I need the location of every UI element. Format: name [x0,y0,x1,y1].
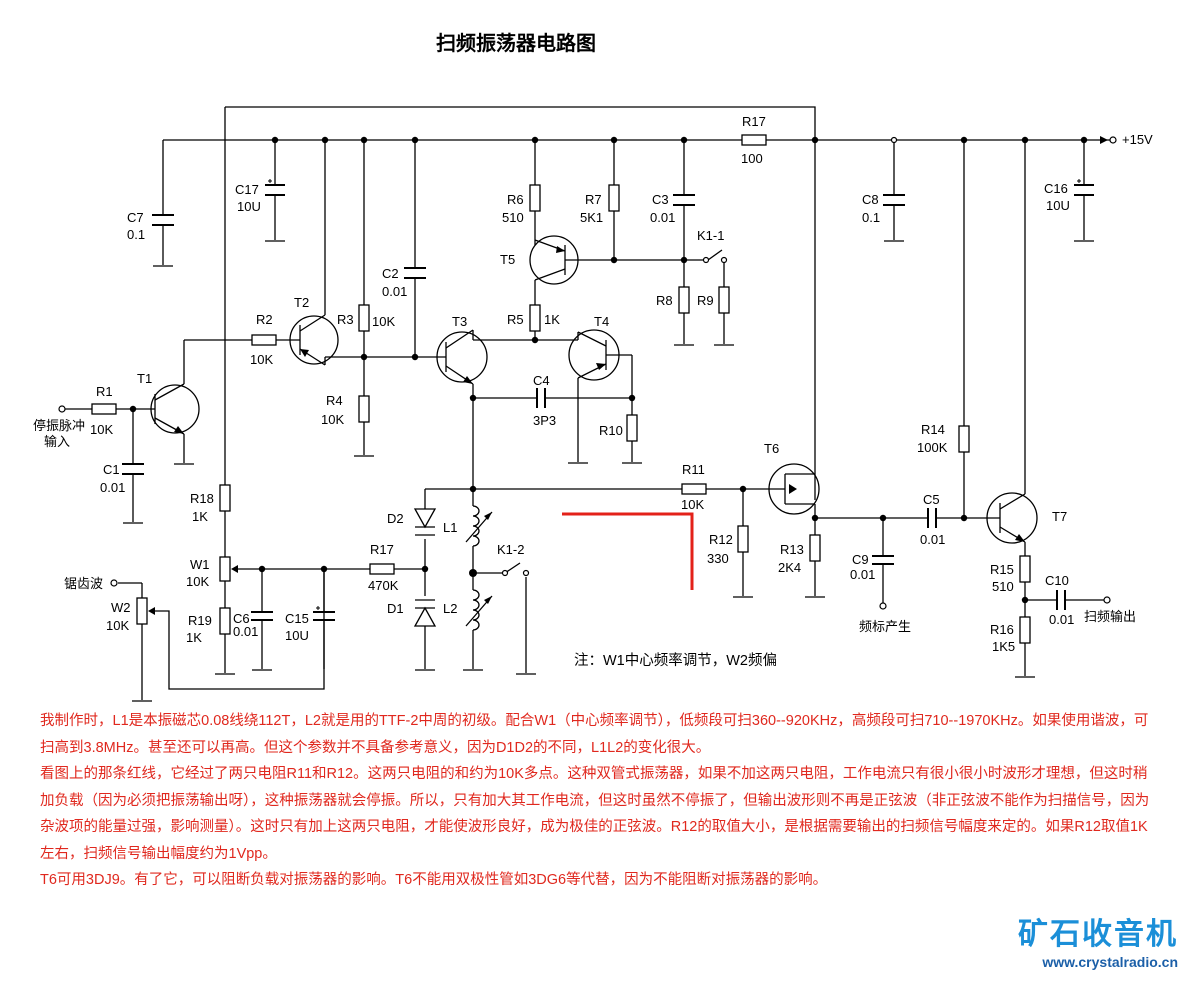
label-k1-1: K1-1 [697,228,724,243]
label-r7: R7 [585,192,602,207]
label-r12: R12 [709,532,733,547]
label-c7: C7 [127,210,144,225]
value-r2: 10K [250,352,273,367]
value-r6: 510 [502,210,524,225]
label-r1: R1 [96,384,113,399]
value-c2: 0.01 [382,284,407,299]
value-r16: 1K5 [992,639,1015,654]
value-c4: 3P3 [533,413,556,428]
label-r2: R2 [256,312,273,327]
value-c10: 0.01 [1049,612,1074,627]
value-r3: 10K [372,314,395,329]
value-r1: 10K [90,422,113,437]
value-c9: 0.01 [850,567,875,582]
label-c10: C10 [1045,573,1069,588]
label-c1: C1 [103,462,120,477]
value-r5: 1K [544,312,560,327]
value-r4: 10K [321,412,344,427]
label-r8: R8 [656,293,673,308]
label-c3: C3 [652,192,669,207]
label-sweep-output: 扫频输出 [1084,609,1136,624]
diagram-note: 注：W1中心频率调节，W2频偏 [574,652,777,669]
site-logo: 矿石收音机 www.crystalradio.cn [1018,918,1178,972]
label-r19: R19 [188,613,212,628]
label-t7: T7 [1052,509,1067,524]
label-c6: C6 [233,611,250,626]
label-d1: D1 [387,601,404,616]
value-w2: 10K [106,618,129,633]
label-c2: C2 [382,266,399,281]
value-r15: 510 [992,579,1014,594]
label-l2: L2 [443,601,457,616]
label-c5: C5 [923,492,940,507]
label-t6: T6 [764,441,779,456]
label-t5: T5 [500,252,515,267]
label-pulse-input: 停振脉冲 [33,418,85,433]
label-r14: R14 [921,422,945,437]
label-r16: R16 [990,622,1014,637]
label-r5: R5 [507,312,524,327]
label-c9: C9 [852,552,869,567]
value-r17-top: 100 [741,151,763,166]
notes-paragraph: T6可用3DJ9。有了它，可以阻断负载对振荡器的影响。T6不能用双极性管如3DG… [40,872,828,888]
label-w2: W2 [111,600,131,615]
value-r19: 1K [186,630,202,645]
label-t4: T4 [594,314,609,329]
value-c15: 10U [285,628,309,643]
label-c17: C17 [235,182,259,197]
value-c6: 0.01 [233,624,258,639]
value-c5: 0.01 [920,532,945,547]
label-d2: D2 [387,511,404,526]
label-r6: R6 [507,192,524,207]
label-r10: R10 [599,423,623,438]
label-power: +15V [1122,132,1153,147]
label-c15: C15 [285,611,309,626]
value-c16: 10U [1046,198,1070,213]
value-r18: 1K [192,509,208,524]
label-r17-top: R17 [742,114,766,129]
value-w1: 10K [186,574,209,589]
value-r13: 2K4 [778,560,801,575]
value-r14: 100K [917,440,948,455]
notes-paragraph: 看图上的那条红线，它经过了两只电阻R11和R12。这两只电阻的和约为10K多点。… [40,766,1150,862]
label-r18: R18 [190,491,214,506]
value-c7: 0.1 [127,227,145,242]
value-c1: 0.01 [100,480,125,495]
label-r11: R11 [682,462,705,477]
value-r7: 5K1 [580,210,603,225]
label-t1: T1 [137,371,152,386]
label-pulse-input-2: 输入 [44,434,70,449]
label-r17-bottom: R17 [370,542,394,557]
value-c8: 0.1 [862,210,880,225]
label-c16: C16 [1044,181,1068,196]
label-t3: T3 [452,314,467,329]
label-w1: W1 [190,557,210,572]
value-r12: 330 [707,551,729,566]
value-c17: 10U [237,199,261,214]
label-c8: C8 [862,192,879,207]
label-marker: 频标产生 [859,619,911,634]
label-r13: R13 [780,542,804,557]
label-r3: R3 [337,312,354,327]
diagram-title: 扫频振荡器电路图 [436,31,596,55]
explanation-notes: 我制作时，L1是本振磁芯0.08线绕112T，L2就是用的TTF-2中周的初级。… [40,708,1150,894]
label-r9: R9 [697,293,714,308]
label-r15: R15 [990,562,1014,577]
label-k1-2: K1-2 [497,542,524,557]
value-r11: 10K [681,497,704,512]
label-t2: T2 [294,295,309,310]
label-r4: R4 [326,393,343,408]
logo-name: 矿石收音机 [1018,918,1178,951]
label-sawtooth: 锯齿波 [64,576,103,591]
label-l1: L1 [443,520,457,535]
notes-paragraph: 我制作时，L1是本振磁芯0.08线绕112T，L2就是用的TTF-2中周的初级。… [40,713,1149,756]
value-c3: 0.01 [650,210,675,225]
value-r17-bottom: 470K [368,578,399,593]
label-c4: C4 [533,373,550,388]
logo-url: www.crystalradio.cn [1042,954,1178,970]
